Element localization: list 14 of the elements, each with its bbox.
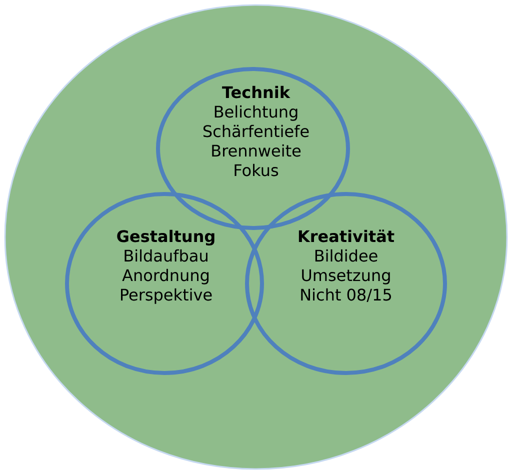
- list-item: Bildidee: [315, 249, 378, 262]
- list-item: Belichtung: [214, 105, 298, 121]
- list-item: Brennweite: [212, 144, 301, 157]
- heading: Kreativität: [298, 230, 394, 242]
- list-item: Anordnung: [122, 268, 209, 284]
- large-circle: [4, 4, 508, 470]
- list-item: Bildaufbau: [124, 249, 208, 262]
- heading: Gestaltung: [117, 230, 214, 246]
- heading: Technik: [222, 86, 290, 98]
- list-item: Perspektive: [121, 288, 212, 304]
- list-item: Schärfentiefe: [204, 124, 309, 138]
- list-item: Nicht 08/15: [301, 288, 391, 302]
- list-item: Fokus: [234, 164, 278, 176]
- list-item: Umsetzung: [302, 269, 390, 284]
